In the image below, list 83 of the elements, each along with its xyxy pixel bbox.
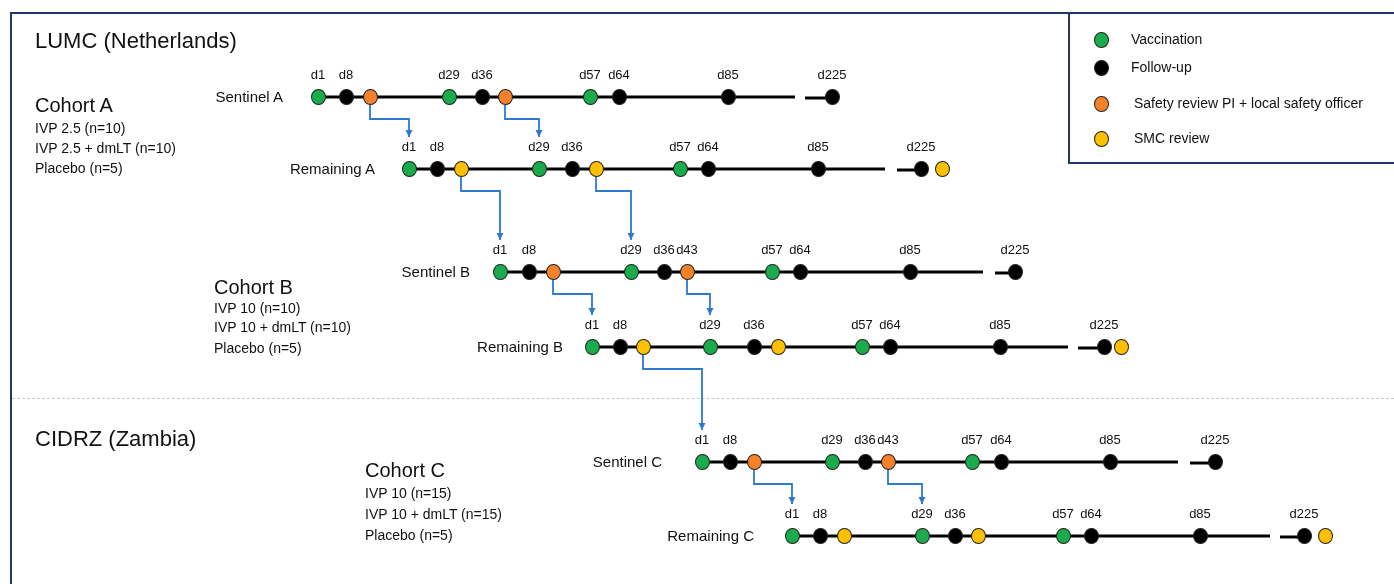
day-label: d1 (401, 139, 417, 154)
day-label: d36 (944, 506, 966, 521)
row-label: Sentinel A (215, 88, 283, 106)
day-label: d64 (990, 432, 1012, 447)
day-label: d57 (579, 67, 601, 82)
day-label: d1 (310, 67, 326, 82)
arrow (686, 279, 714, 316)
day-label: d225 (817, 67, 847, 82)
day-label: d36 (561, 139, 583, 154)
cohort-title: Cohort B (214, 276, 293, 299)
day-label: d57 (669, 139, 691, 154)
day-label: d57 (851, 317, 873, 332)
day-label: d85 (1099, 432, 1121, 447)
day-label: d1 (694, 432, 710, 447)
day-label: d225 (906, 139, 936, 154)
day-label: d64 (608, 67, 630, 82)
day-label: d1 (584, 317, 600, 332)
day-label: d225 (1089, 317, 1119, 332)
arrow (595, 176, 635, 241)
arm-text: IVP 10 + dmLT (n=15) (365, 506, 502, 523)
row-label: Remaining A (289, 160, 375, 178)
day-label: d64 (697, 139, 719, 154)
day-label: d43 (676, 242, 698, 257)
arm-text: Placebo (n=5) (365, 527, 453, 544)
day-label: d1 (784, 506, 800, 521)
site-title: CIDRZ (Zambia) (35, 426, 197, 451)
day-label: d85 (1189, 506, 1211, 521)
day-label: d8 (812, 506, 828, 521)
day-label: d8 (429, 139, 445, 154)
day-label: d1 (492, 242, 508, 257)
cohort-title: Cohort C (365, 459, 446, 482)
day-label: d64 (1080, 506, 1102, 521)
arrow (642, 354, 706, 431)
row-label: Remaining B (477, 338, 563, 356)
day-label: d85 (717, 67, 739, 82)
arm-text: Placebo (n=5) (214, 340, 302, 357)
day-label: d29 (821, 432, 843, 447)
day-label: d225 (1000, 242, 1030, 257)
cohort-title: Cohort A (35, 94, 113, 117)
arm-text: IVP 10 (n=10) (214, 300, 301, 317)
day-label: d8 (338, 67, 354, 82)
arm-text: Placebo (n=5) (35, 160, 123, 177)
day-label: d36 (743, 317, 765, 332)
day-label: d29 (911, 506, 933, 521)
day-label: d64 (879, 317, 901, 332)
day-label: d57 (761, 242, 783, 257)
day-label: d8 (722, 432, 738, 447)
day-label: d36 (471, 67, 493, 82)
day-label: d225 (1289, 506, 1319, 521)
day-label: d29 (699, 317, 721, 332)
day-label: d85 (807, 139, 829, 154)
arrow (552, 279, 596, 316)
day-label: d8 (521, 242, 537, 257)
day-label: d29 (438, 67, 460, 82)
legend-text: Vaccination (1131, 31, 1203, 48)
day-label: d225 (1200, 432, 1230, 447)
arrow (369, 104, 413, 138)
arm-text: IVP 10 (n=15) (365, 485, 452, 502)
day-label: d36 (854, 432, 876, 447)
arrow (504, 104, 543, 138)
legend-text: Follow-up (1131, 59, 1192, 76)
day-label: d43 (877, 432, 899, 447)
day-label: d85 (989, 317, 1011, 332)
row-label: Sentinel C (592, 453, 662, 471)
arrow (753, 469, 796, 505)
day-label: d8 (612, 317, 628, 332)
row-label: Remaining C (667, 527, 754, 545)
site-title: LUMC (Netherlands) (35, 28, 237, 53)
row-label: Sentinel B (401, 263, 470, 281)
legend-text: SMC review (1134, 130, 1210, 147)
legend-text: Safety review PI + local safety officer (1134, 95, 1363, 112)
day-label: d85 (899, 242, 921, 257)
day-label: d57 (1052, 506, 1074, 521)
day-label: d64 (789, 242, 811, 257)
day-label: d57 (961, 432, 983, 447)
day-label: d36 (653, 242, 675, 257)
arm-text: IVP 2.5 (n=10) (35, 120, 126, 137)
day-label: d29 (620, 242, 642, 257)
arrow (887, 469, 926, 505)
day-label: d29 (528, 139, 550, 154)
arrow (460, 176, 504, 241)
arm-text: IVP 2.5 + dmLT (n=10) (35, 140, 176, 157)
arm-text: IVP 10 + dmLT (n=10) (214, 319, 351, 336)
